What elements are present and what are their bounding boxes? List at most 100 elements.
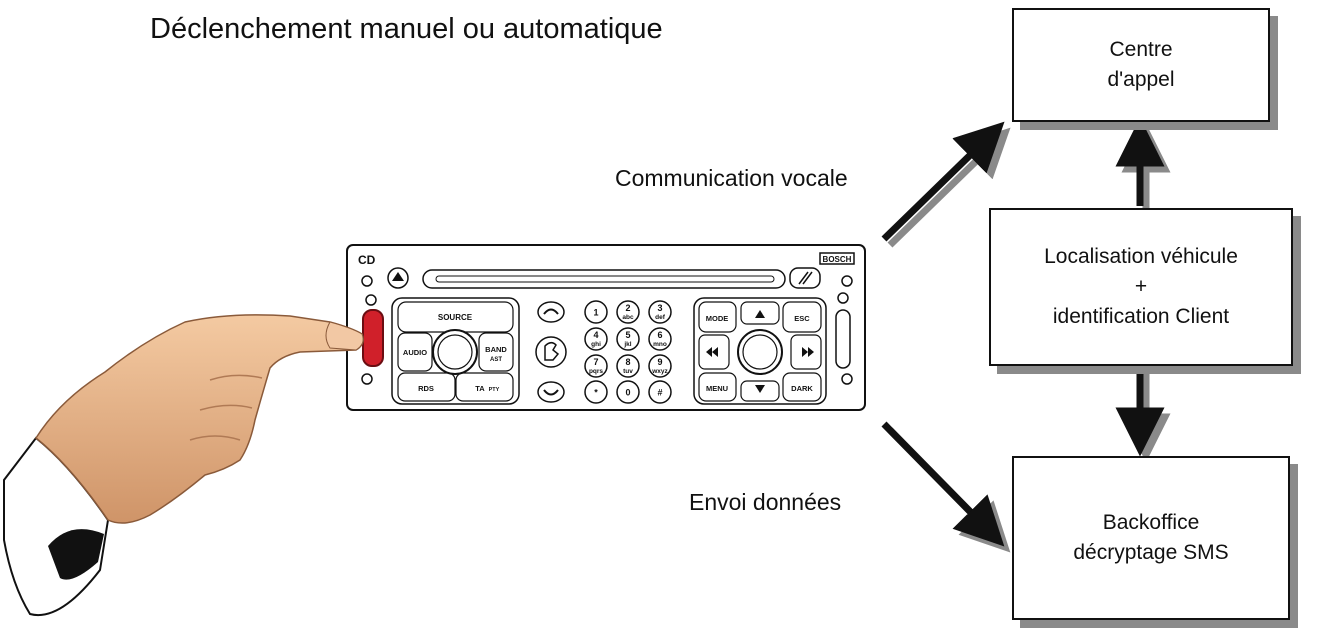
rds-button[interactable] [397, 372, 456, 402]
navigation-knob-inner [742, 334, 778, 370]
disc-logo: CD [358, 253, 376, 267]
card-slot [835, 309, 851, 369]
keypad-key-letters: wxyz [651, 368, 668, 375]
mode-button[interactable] [698, 301, 737, 333]
up-arrow-icon [755, 310, 765, 318]
keypad-key-digit: 0 [625, 388, 630, 398]
phone-hangup-icon [543, 389, 559, 396]
mode-label: MODE [706, 314, 729, 323]
keypad-key-digit: 7 [593, 357, 598, 367]
call-center-line-2: d'appel [1107, 68, 1175, 91]
call-center-line-1: Centre [1109, 38, 1173, 61]
sleeve-shadow [48, 529, 104, 580]
lion-icon [544, 342, 560, 361]
dark-button[interactable] [782, 372, 822, 402]
keypad-key-digit: * [594, 388, 598, 398]
keypad-key[interactable]: 0 [616, 380, 640, 404]
eject-button[interactable] [387, 267, 409, 289]
mute-button[interactable] [789, 267, 821, 289]
arrow-loc-to-backoffice [1115, 366, 1171, 463]
localisation-box: Localisation véhicule + identification C… [989, 208, 1293, 366]
backoffice-line-2: décryptage SMS [1073, 541, 1229, 564]
rds-label: RDS [418, 384, 434, 393]
keypad-key-letters: def [655, 314, 666, 321]
menu-label: MENU [706, 384, 728, 393]
ta-button[interactable] [455, 372, 514, 402]
voice-communication-label: Communication vocale [615, 165, 848, 191]
keypad-key[interactable]: # [648, 380, 672, 404]
data-sending-label: Envoi données [689, 489, 842, 515]
keypad-key-letters: jkl [623, 341, 631, 348]
localisation-line-3: identification Client [1052, 305, 1230, 328]
source-label: SOURCE [438, 313, 473, 322]
dark-label: DARK [791, 384, 813, 393]
screw-top-left [361, 275, 373, 287]
finger-creases [189, 374, 263, 441]
esc-label: ESC [794, 314, 810, 323]
keypad-key-letters: ghi [591, 341, 601, 348]
arrow-data [881, 421, 1011, 553]
ta-label: TA [475, 384, 485, 393]
emergency-call-button[interactable] [362, 309, 384, 367]
backoffice-box: Backoffice décryptage SMS [1012, 456, 1290, 620]
hand [35, 314, 364, 524]
band-label: BAND [485, 345, 507, 354]
screw-top-right [841, 275, 853, 287]
keypad-key[interactable]: * [584, 380, 608, 404]
car-radio: CD BOSCH S [346, 244, 866, 411]
keypad-key-digit: 1 [593, 308, 598, 318]
fingertip [325, 321, 364, 351]
keypad-key-letters: tuv [623, 368, 633, 375]
cd-slot-inner [435, 275, 775, 283]
hangup-button[interactable] [537, 381, 565, 403]
led-right [837, 292, 849, 304]
eject-icon [392, 272, 404, 281]
keypad-key-letters: abc [622, 314, 634, 321]
page-title: Déclenchement manuel ou automatique [150, 13, 663, 45]
call-button[interactable] [537, 301, 565, 323]
localisation-line-2: + [1134, 275, 1148, 298]
brand-logo: BOSCH [823, 255, 852, 264]
arrow-voice [881, 121, 1011, 248]
down-arrow-icon [755, 385, 765, 393]
call-center-box: Centre d'appel [1012, 8, 1270, 122]
keypad-key-digit: 8 [625, 357, 630, 367]
backoffice-line-1: Backoffice [1102, 511, 1200, 534]
keypad-key-digit: 9 [657, 357, 662, 367]
forward-icon [802, 347, 814, 357]
arrow-loc-to-call [1115, 117, 1171, 212]
localisation-line-1: Localisation véhicule [1044, 245, 1238, 268]
phone-pickup-icon [543, 308, 559, 315]
audio-label: AUDIO [403, 348, 427, 357]
screw-bottom-right [841, 373, 853, 385]
keypad-key-letters: mno [653, 341, 667, 348]
led-left [365, 294, 377, 306]
volume-knob-inner [437, 334, 473, 370]
esc-button[interactable] [782, 301, 822, 333]
ast-label: AST [490, 357, 502, 363]
keypad-key-digit: 2 [625, 303, 630, 313]
keypad-key[interactable]: 1 [584, 300, 608, 324]
keypad-key-digit: 4 [593, 330, 598, 340]
band-button[interactable] [478, 332, 514, 372]
keypad-key-digit: # [657, 388, 662, 398]
mute-icon [798, 271, 813, 285]
brand-logo-box [819, 252, 855, 265]
keypad-key-digit: 3 [657, 303, 662, 313]
menu-button[interactable] [698, 372, 737, 402]
pty-label: PTY [489, 387, 500, 393]
keypad-key-digit: 5 [625, 330, 630, 340]
peugeot-logo [535, 336, 567, 368]
hand-illustration [3, 314, 364, 616]
